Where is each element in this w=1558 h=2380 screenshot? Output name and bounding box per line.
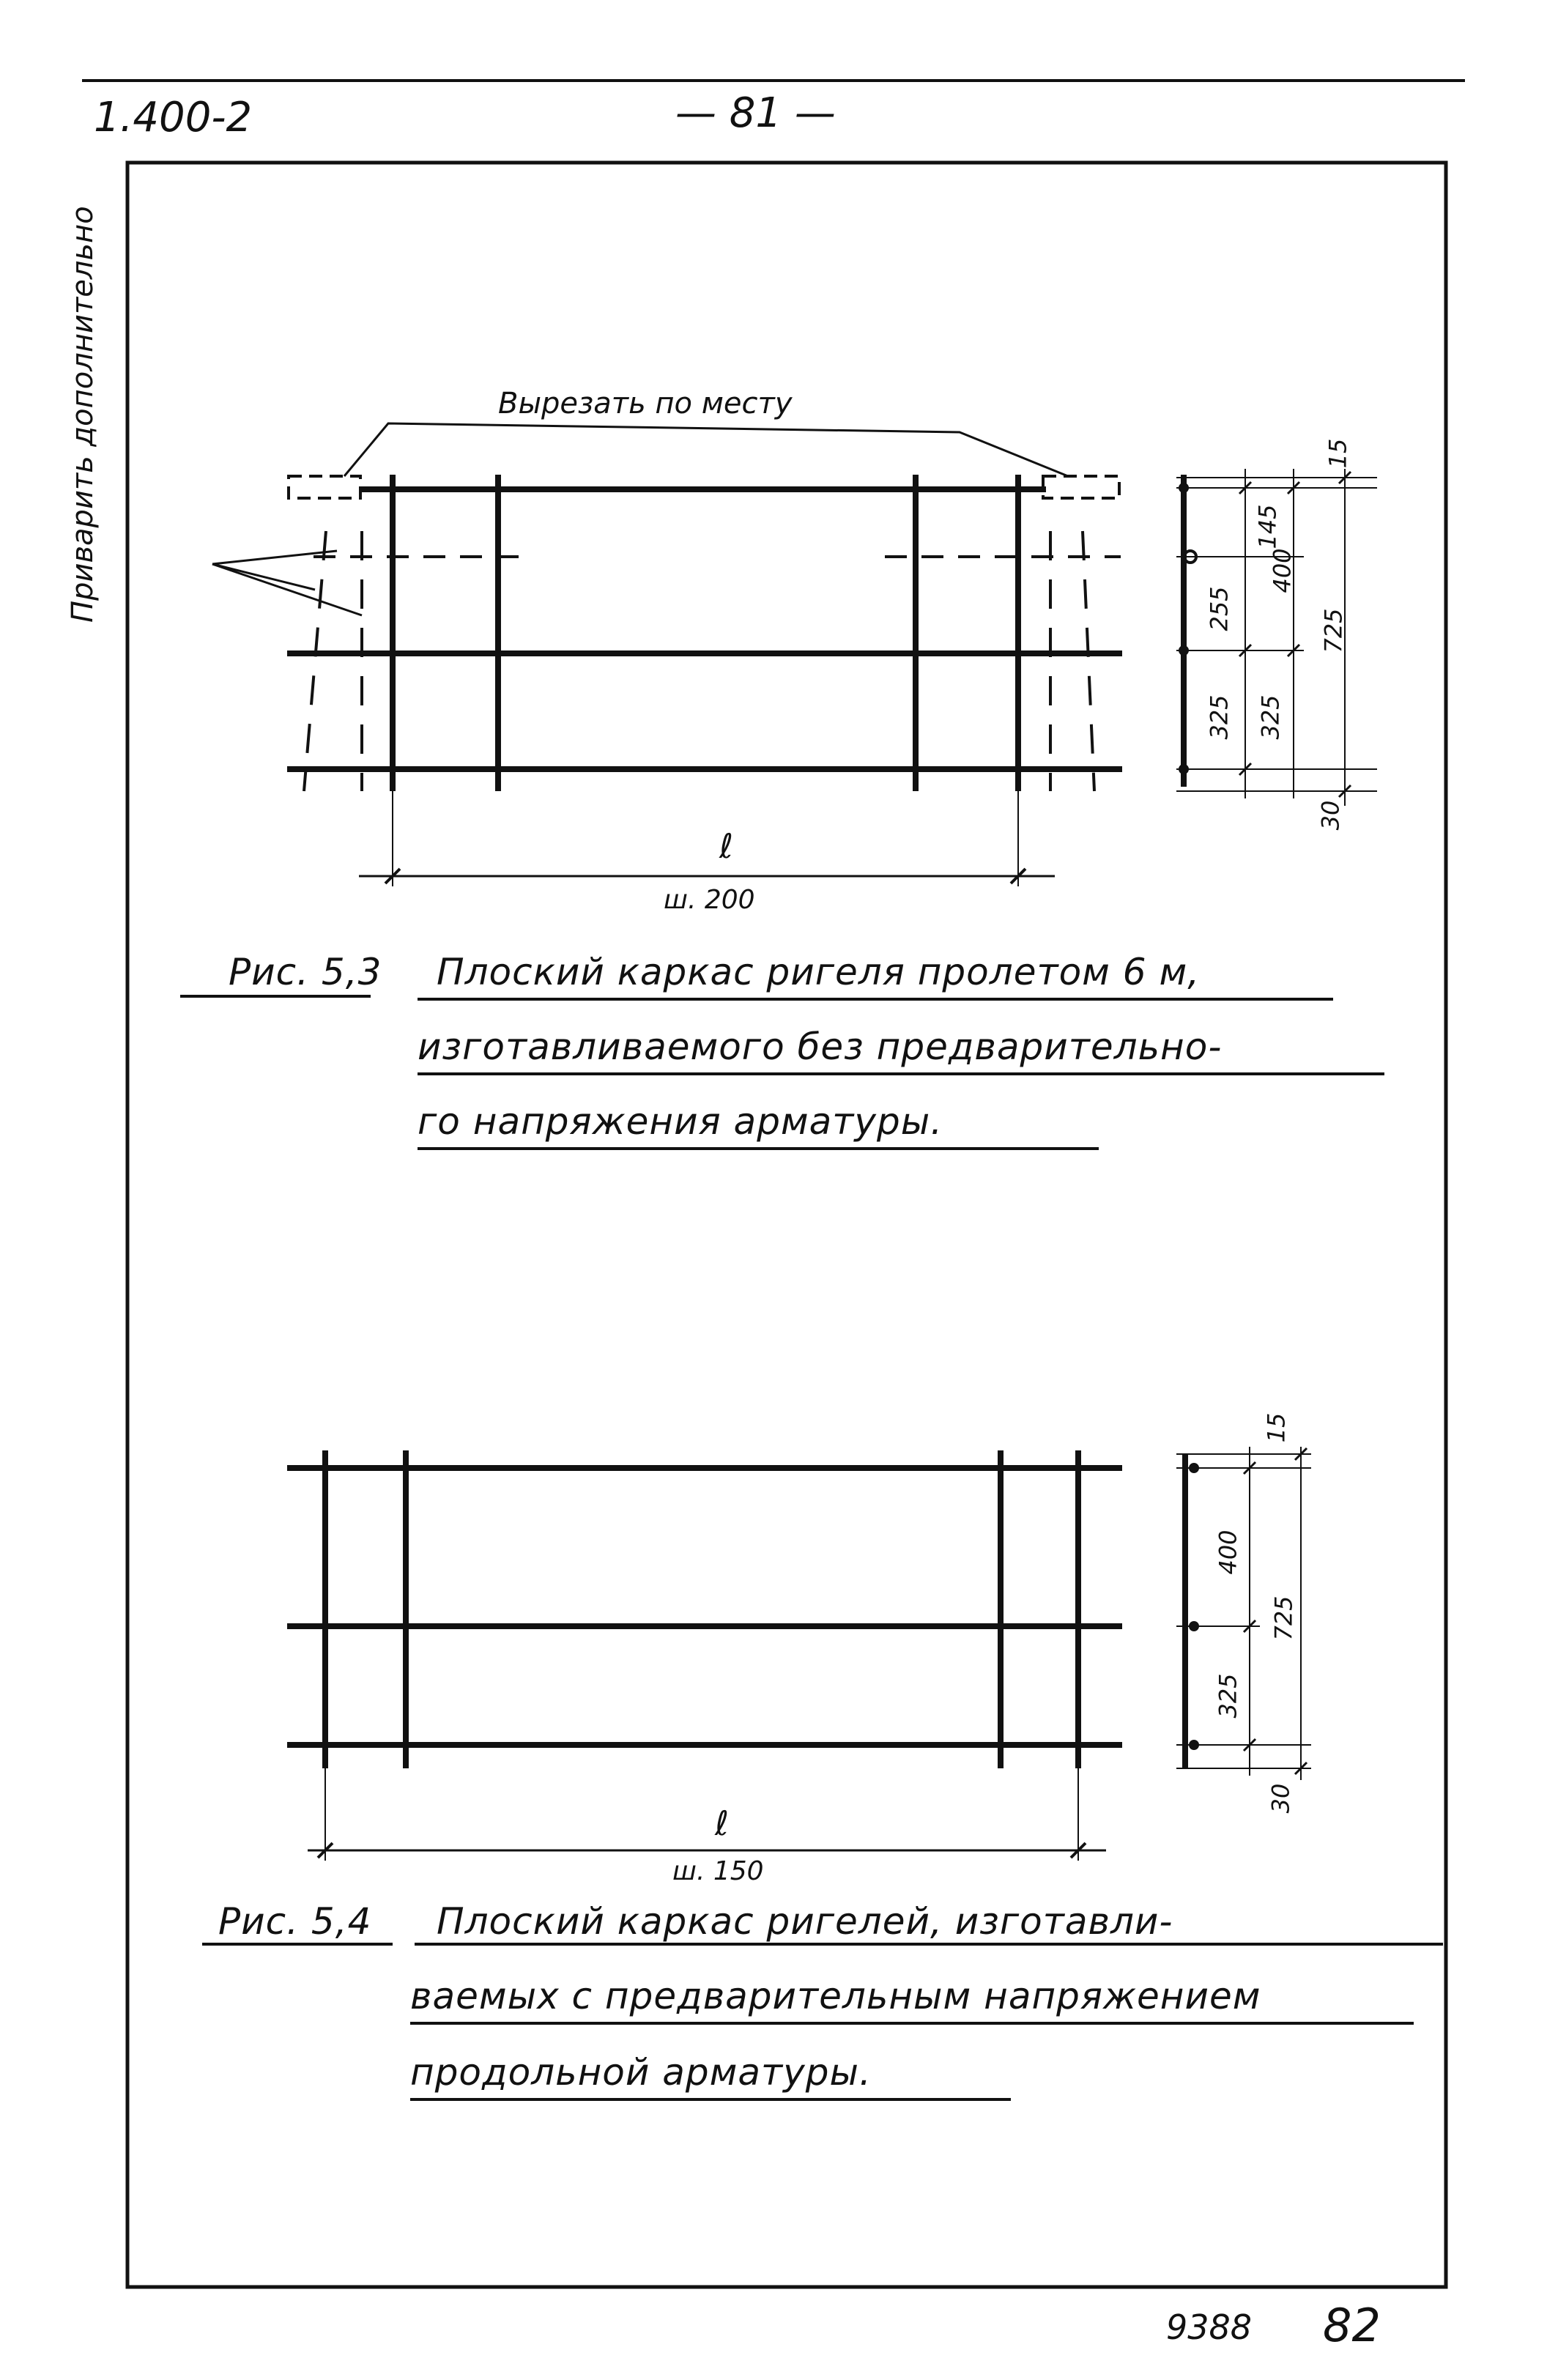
fig1-dim-tick-4 [1286, 481, 1301, 495]
fig2-caption-underline-1 [415, 1943, 1443, 1946]
fig2-dim-tick-1 [1242, 1461, 1257, 1475]
fig1-length-tick-right [1009, 867, 1027, 885]
fig1-leader-3 [212, 563, 363, 617]
fig2-dim-725: 725 [1269, 1595, 1298, 1641]
page-number: — 81 — [675, 89, 836, 137]
fig1-dim-tick-6 [1338, 470, 1352, 485]
fig1-dim-255: 255 [1205, 586, 1234, 631]
fig2-caption-line-2: ваемых с предварительным напряжением [410, 1975, 1261, 2017]
fig1-dim-tick-3 [1238, 762, 1253, 776]
fig2-dim-tick-3 [1242, 1738, 1257, 1752]
fig1-length-tick-left [384, 867, 401, 885]
fig2-dim-400: 400 [1214, 1530, 1242, 1575]
fig1-dash-v1 [303, 530, 327, 792]
fig1-dim-tick-1 [1238, 481, 1253, 495]
fig2-dim-15: 15 [1262, 1412, 1291, 1443]
fig1-caption-label: Рис. 5,3 [229, 951, 382, 993]
fig1-dim-400: 400 [1268, 548, 1297, 593]
figure-1-frame [212, 422, 1377, 886]
fig1-length-symbol: ℓ [719, 826, 734, 866]
fig1-caption-underline-2 [418, 1072, 1384, 1075]
sheet-number: 82 [1323, 2299, 1381, 2352]
fig1-cut-leader-left [343, 422, 1069, 478]
fig1-dash-v4 [1081, 530, 1096, 792]
page-frame [125, 160, 1448, 2289]
fig2-caption-line-1: Плоский каркас ригелей, изготавли- [437, 1900, 1173, 1943]
fig1-weld-annotation: Приварить дополнительно [66, 206, 100, 623]
fig1-dim-tick-2 [1238, 643, 1253, 658]
fig2-dim-325: 325 [1214, 1673, 1242, 1719]
figure-2-frame [287, 1447, 1311, 1861]
fig1-dim-725: 725 [1319, 608, 1348, 653]
fig2-dim-tick-5 [1294, 1761, 1308, 1776]
fig2-length-tick-right [1069, 1842, 1087, 1859]
fig2-length-symbol: ℓ [715, 1803, 730, 1843]
fig2-caption-label: Рис. 5,4 [218, 1900, 372, 1943]
fig1-caption-underline-1 [418, 998, 1333, 1001]
fig2-length-tick-left [316, 1842, 334, 1859]
fig1-dim-145: 145 [1253, 504, 1282, 549]
fig1-dim-30: 30 [1316, 800, 1345, 831]
fig1-dim-tick-5 [1286, 643, 1301, 658]
fig2-dim-tick-4 [1294, 1447, 1308, 1461]
fig1-leader-1 [212, 549, 338, 566]
fig2-caption-underline-2 [410, 2022, 1414, 2025]
fig1-caption-underline-3 [418, 1147, 1099, 1150]
fig1-caption-line-2: изготавливаемого без предварительно- [418, 1026, 1223, 1068]
archive-number: 9388 [1166, 2307, 1253, 2347]
fig2-caption-underline-3 [410, 2098, 1011, 2101]
fig2-caption-line-3: продольной арматуры. [410, 2051, 872, 2094]
fig1-dim-tick-7 [1338, 784, 1352, 798]
cut-box-left [287, 475, 362, 500]
cut-box-right [1042, 475, 1121, 500]
fig1-dim-325a: 325 [1205, 694, 1234, 740]
fig2-length-step: ш. 150 [672, 1856, 764, 1886]
fig1-dim-325b: 325 [1256, 694, 1285, 740]
fig1-cut-annotation: Вырезать по месту [498, 387, 793, 420]
fig2-dim-30: 30 [1266, 1783, 1295, 1814]
doc-code: 1.400-2 [94, 94, 253, 141]
fig1-dim-15: 15 [1324, 438, 1352, 469]
fig1-caption-line-3: го напряжения арматуры. [418, 1100, 943, 1143]
fig1-leader-2 [212, 563, 316, 591]
fig2-dim-tick-2 [1242, 1619, 1257, 1634]
fig1-caption-label-underline [180, 995, 371, 998]
fig2-caption-label-underline [202, 1943, 393, 1946]
fig1-length-step: ш. 200 [664, 885, 755, 915]
fig1-caption-line-1: Плоский каркас ригеля пролетом 6 м, [437, 951, 1201, 993]
